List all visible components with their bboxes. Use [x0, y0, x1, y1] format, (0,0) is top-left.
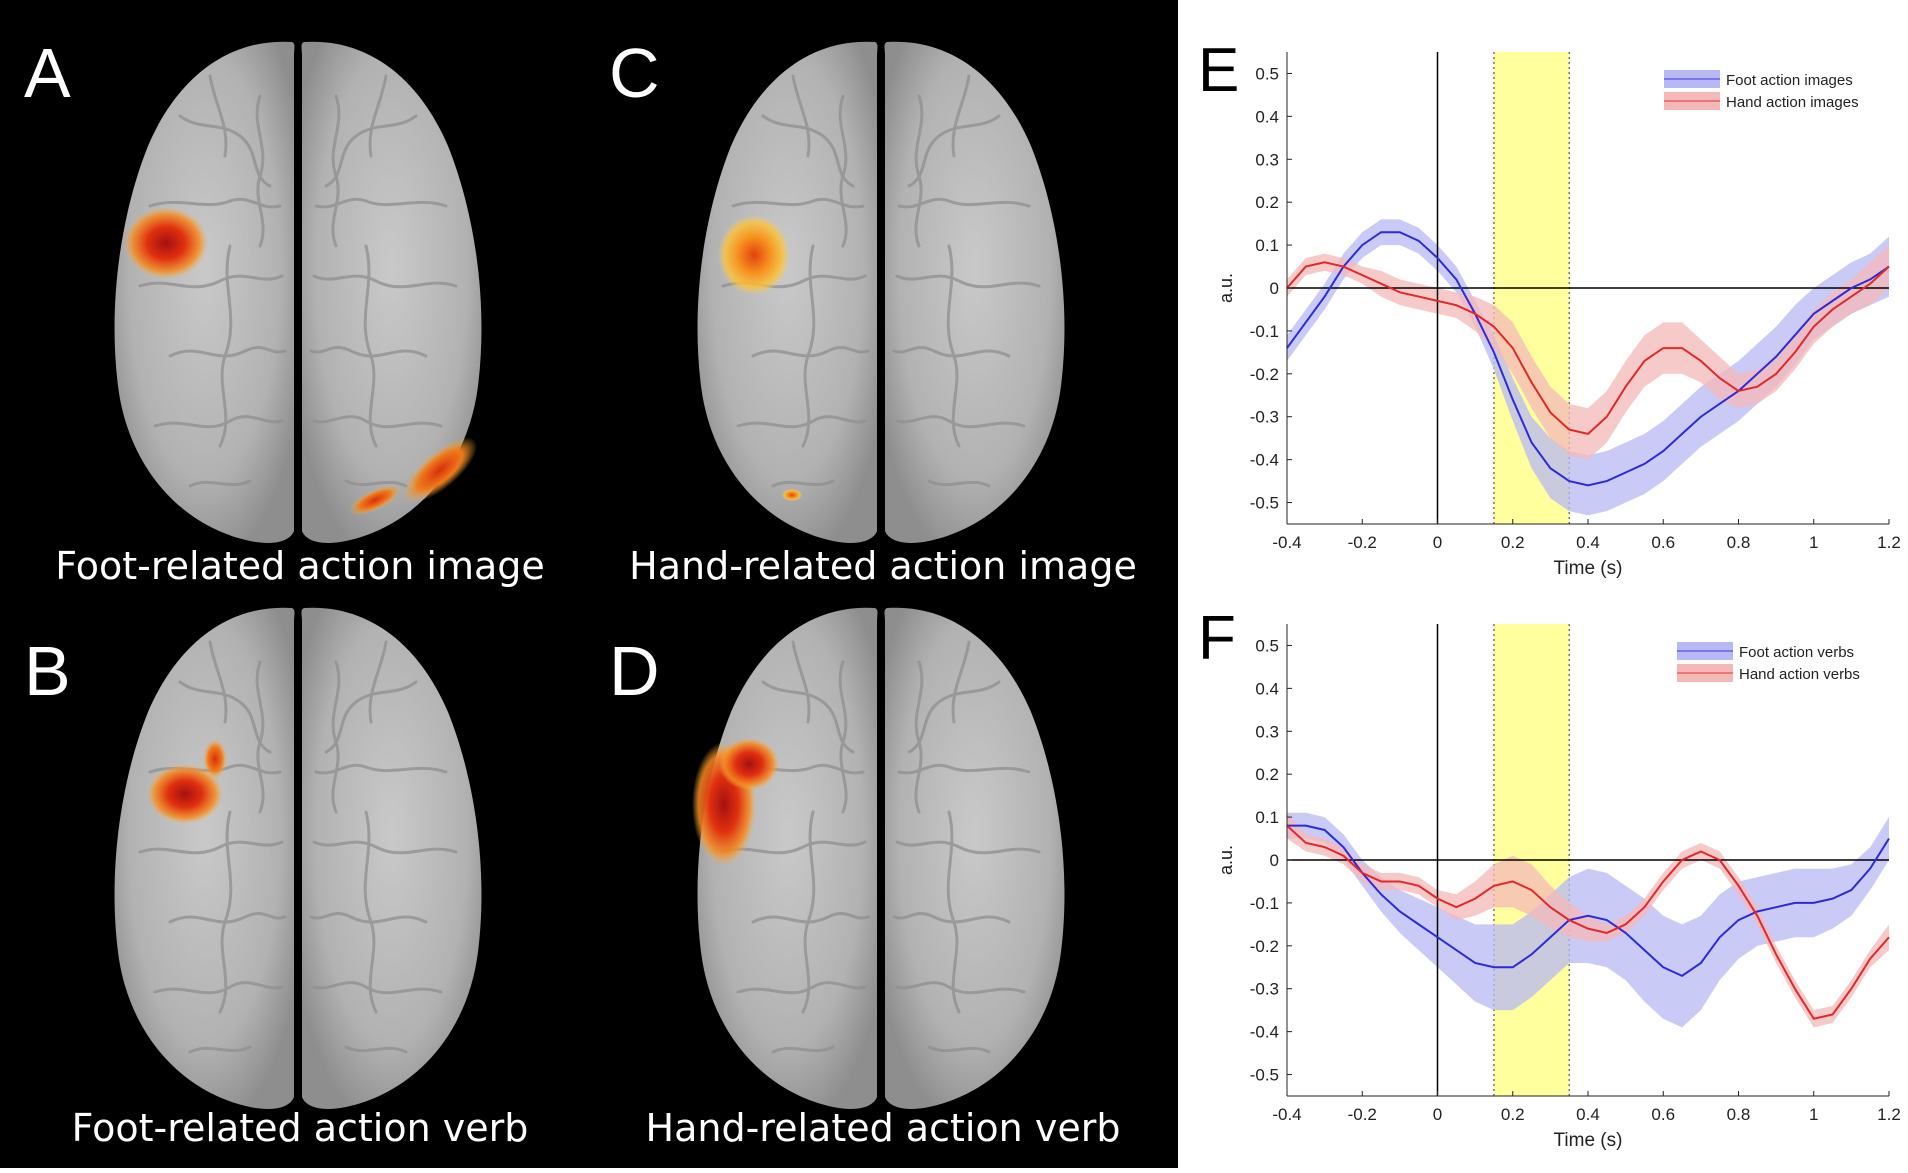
x-tick-label: -0.4	[1272, 533, 1301, 552]
y-tick-label: -0.2	[1250, 937, 1279, 956]
panel-b: B Foot-related action verb	[0, 584, 589, 1168]
y-tick-label: 0.4	[1255, 679, 1279, 698]
series-line-1	[1286, 261, 1890, 435]
x-tick-label: -0.2	[1348, 533, 1377, 552]
panel-letter-c: C	[609, 34, 660, 112]
x-tick-label: -0.4	[1272, 1105, 1301, 1124]
y-tick-label: -0.4	[1250, 1023, 1279, 1042]
x-axis-label: Time (s)	[1554, 558, 1623, 579]
y-tick-label: 0	[1270, 279, 1279, 298]
series-line-0	[1286, 231, 1890, 487]
y-tick-label: 0.1	[1255, 808, 1279, 827]
y-tick-label: 0.3	[1255, 150, 1279, 169]
activation-blob-a	[124, 207, 478, 515]
activation-blob-b	[147, 739, 227, 824]
y-tick-label: 0.3	[1255, 722, 1279, 741]
error-band-1	[1287, 245, 1889, 460]
x-tick-label: 1.2	[1877, 1105, 1901, 1124]
panel-letter-b: B	[24, 632, 71, 710]
y-tick-label: -0.1	[1250, 322, 1279, 341]
panel-d: D Hand-related action verb	[589, 584, 1178, 1168]
legend-label-0: Foot action verbs	[1739, 644, 1854, 661]
y-tick-label: -0.1	[1250, 894, 1279, 913]
chart-e-letter: E	[1198, 36, 1240, 105]
x-tick-label: 1	[1809, 1105, 1818, 1124]
chart-f-container: F 0.5 0.4 0.3 0.2 0.1 0 -0.1 -0.2 -0.3 -0.4 -0.5 -0…	[1178, 584, 1908, 1168]
y-tick-label: 0	[1270, 851, 1279, 870]
x-tick-label: 0.6	[1651, 1105, 1675, 1124]
y-tick-label: 0.4	[1255, 107, 1279, 126]
brain-render-b	[113, 606, 483, 1111]
activation-blob-d	[692, 738, 779, 866]
brain-render-c	[696, 40, 1066, 545]
caption-d: Hand-related action verb	[645, 1106, 1121, 1150]
y-axis-label: a.u.	[1216, 845, 1236, 875]
x-tick-label: 0.6	[1651, 533, 1675, 552]
y-tick-label: -0.3	[1250, 980, 1279, 999]
error-band-0	[1287, 219, 1889, 516]
legend-label-1: Hand action images	[1726, 94, 1859, 111]
x-tick-label: 0	[1433, 1105, 1442, 1124]
legend-label-0: Foot action images	[1726, 72, 1853, 89]
x-axis-label: Time (s)	[1554, 1130, 1623, 1151]
caption-c: Hand-related action image	[629, 544, 1137, 588]
error-band-1	[1287, 812, 1889, 1028]
y-tick-label: -0.2	[1250, 365, 1279, 384]
y-tick-label: 0.2	[1255, 193, 1279, 212]
chart-f-letter: F	[1198, 604, 1236, 673]
y-tick-label: -0.5	[1250, 494, 1279, 513]
y-tick-label: -0.3	[1250, 408, 1279, 427]
series-line-1	[1286, 824, 1890, 1020]
caption-b: Foot-related action verb	[71, 1106, 529, 1150]
x-tick-label: 0.2	[1501, 533, 1525, 552]
caption-a: Foot-related action image	[55, 544, 545, 588]
x-tick-label: 0.4	[1576, 533, 1600, 552]
x-tick-label: 0.8	[1727, 533, 1751, 552]
x-tick-label: 1.2	[1877, 533, 1901, 552]
x-tick-label: 0	[1433, 533, 1442, 552]
panel-letter-d: D	[609, 632, 660, 710]
y-tick-label: 0.2	[1255, 765, 1279, 784]
panel-a: A Foot-related action image	[0, 0, 589, 585]
chart-f: 0.5 0.4 0.3 0.2 0.1 0 -0.1 -0.2 -0.3 -0.4 -0.5 -0.4…	[1216, 624, 1901, 1151]
x-tick-label: 1	[1809, 533, 1818, 552]
y-tick-label: 0.5	[1255, 636, 1279, 655]
x-tick-label: 0.8	[1727, 1105, 1751, 1124]
activation-blob-c	[718, 215, 802, 501]
brain-render-d	[692, 606, 1066, 1111]
series-line-0	[1287, 824, 1890, 977]
x-tick-label: 0.2	[1501, 1105, 1525, 1124]
x-tick-label: 0.4	[1576, 1105, 1600, 1124]
brain-figure: A Foot-related action image C Hand-relat…	[0, 0, 1178, 1168]
chart-e-container: E 0.5 0.4 0.3 0.2 0.1 0 -0.1 -0.2 -0.3 -0.4 -0.5 -0…	[1178, 0, 1908, 584]
legend-label-1: Hand action verbs	[1739, 666, 1860, 683]
y-tick-label: 0.1	[1255, 236, 1279, 255]
x-tick-label: -0.2	[1348, 1105, 1377, 1124]
y-tick-label: -0.5	[1250, 1066, 1279, 1085]
y-tick-label: -0.4	[1250, 451, 1279, 470]
panel-c: C Hand-related action image	[589, 0, 1178, 585]
y-axis-label: a.u.	[1216, 273, 1236, 303]
chart-e: 0.5 0.4 0.3 0.2 0.1 0 -0.1 -0.2 -0.3 -0.4 -0.5 -0.4…	[1216, 52, 1901, 579]
brain-render-a	[113, 40, 483, 545]
y-tick-label: 0.5	[1255, 64, 1279, 83]
panel-letter-a: A	[24, 34, 71, 112]
